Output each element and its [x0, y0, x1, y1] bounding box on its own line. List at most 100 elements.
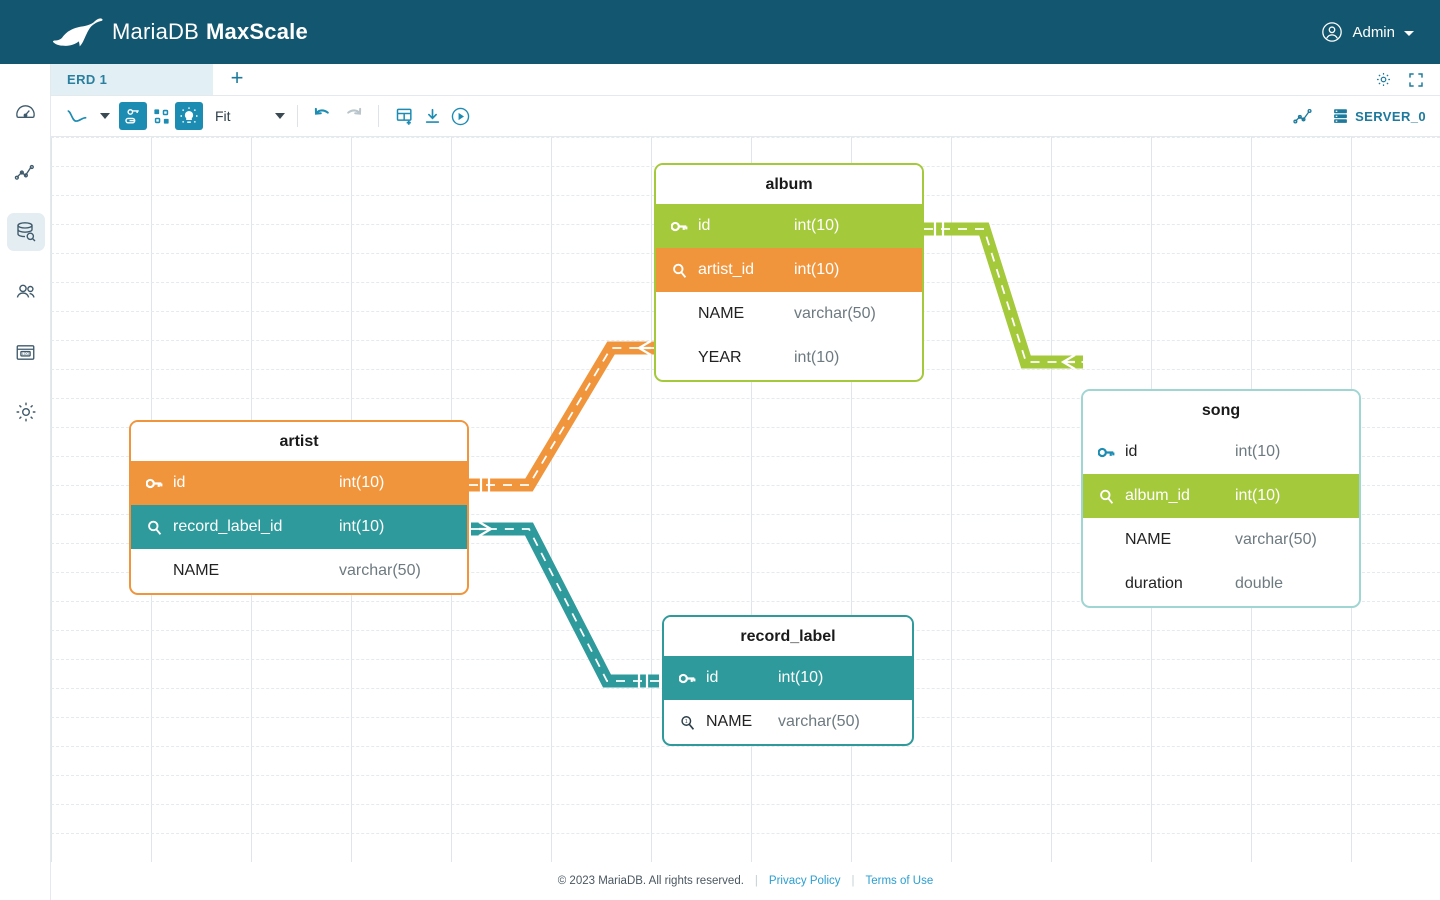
column-name: album_id [1125, 487, 1190, 504]
column-name: id [173, 474, 186, 491]
relationship-layer [469, 222, 1083, 688]
tabstrip-actions [1375, 64, 1440, 95]
table-row[interactable]: NAME varchar(50) [131, 549, 467, 593]
column-type: int(10) [794, 349, 840, 366]
chevron-down-icon [274, 113, 285, 119]
chart-button[interactable] [1289, 102, 1317, 130]
erd-table-artist[interactable]: artist id int(10) record_label_id int(10… [129, 420, 469, 595]
tab-erd-1[interactable]: ERD 1 [51, 64, 213, 95]
user-circle-icon [1322, 22, 1343, 42]
toolbar-right: SERVER_0 [1289, 102, 1426, 130]
brand-product: MaxScale [205, 19, 308, 44]
column-name: NAME [698, 305, 745, 322]
terms-of-use-link[interactable]: Terms of Use [865, 875, 934, 887]
unique-index-icon: 1 [676, 714, 698, 731]
gauge-icon [16, 104, 35, 118]
line-chart-icon [14, 164, 34, 180]
redo-icon [346, 107, 361, 115]
key-link-icon [124, 108, 139, 124]
undo-button[interactable] [310, 102, 338, 130]
table-row[interactable]: id int(10) [656, 204, 922, 248]
zoom-select[interactable]: Fit [215, 108, 285, 124]
table-row[interactable]: 1 NAME varchar(50) [664, 700, 912, 744]
footer-separator: | [754, 875, 758, 887]
export-button[interactable] [419, 102, 447, 130]
grid-line [51, 456, 1440, 457]
svg-text:LOG: LOG [22, 351, 30, 355]
table-row[interactable]: artist_id int(10) [656, 248, 922, 292]
table-title: album [656, 165, 922, 204]
add-table-button[interactable] [391, 102, 419, 130]
link-shape-button[interactable] [63, 102, 91, 130]
erd-toolbar: Fit [51, 96, 1440, 137]
erd-table-album[interactable]: album id int(10) artist_id int(10) NAME … [654, 163, 924, 382]
lightbulb-icon [180, 107, 198, 123]
add-tab-button[interactable]: + [230, 65, 244, 90]
tab-label: ERD 1 [67, 72, 108, 87]
sidebar-item-dashboard[interactable] [0, 82, 51, 142]
table-row[interactable]: id int(10) [664, 656, 912, 700]
grid-line [51, 746, 1440, 747]
play-circle-icon [451, 107, 470, 125]
table-row[interactable]: duration double [1083, 562, 1359, 606]
server-label: SERVER_0 [1355, 108, 1426, 124]
table-title: record_label [664, 617, 912, 656]
table-row[interactable]: record_label_id int(10) [131, 505, 467, 549]
grid-line [51, 601, 1440, 602]
column-type: int(10) [778, 669, 824, 686]
show-keys-toggle[interactable] [119, 102, 147, 130]
grid-line [51, 398, 1440, 399]
run-button[interactable] [447, 102, 475, 130]
brand-db: DB [168, 19, 199, 44]
primary-key-icon [668, 220, 690, 233]
server-selector[interactable]: SERVER_0 [1333, 108, 1426, 124]
fullscreen-button[interactable] [1408, 72, 1424, 88]
chevron-down-icon [1404, 31, 1414, 36]
relationship-shape-button[interactable] [147, 102, 175, 130]
link-shape-dropdown[interactable] [100, 113, 110, 119]
sidebar: LOG [0, 64, 51, 900]
column-type: double [1235, 575, 1284, 592]
primary-key-icon [143, 477, 165, 490]
erd-table-song[interactable]: song id int(10) album_id int(10) NAME va… [1081, 389, 1361, 608]
relationship-artist-album[interactable] [469, 340, 659, 492]
add-table-icon [396, 108, 412, 125]
sidebar-item-visualization[interactable] [0, 142, 51, 202]
column-type: int(10) [794, 217, 840, 234]
sidebar-item-logs[interactable]: LOG [0, 322, 51, 382]
toolbar-divider-2 [377, 105, 379, 127]
table-row[interactable]: album_id int(10) [1083, 474, 1359, 518]
column-name: NAME [1125, 531, 1172, 548]
grid-line [51, 137, 1440, 138]
tabstrip-settings-button[interactable] [1375, 71, 1392, 88]
erd-table-record-label[interactable]: record_label id int(10) 1 NAME varchar(5… [662, 615, 914, 746]
sidebar-item-query-editor[interactable] [0, 202, 51, 262]
primary-key-icon [1095, 446, 1117, 459]
mariadb-seal-logo-icon [53, 18, 103, 47]
table-row[interactable]: id int(10) [1083, 430, 1359, 474]
account-menu[interactable]: Admin [1321, 0, 1414, 64]
table-row[interactable]: id int(10) [131, 461, 467, 505]
grid-line [51, 804, 1440, 805]
server-icon [1334, 109, 1348, 123]
grid-line [51, 514, 1440, 515]
sidebar-item-settings[interactable] [0, 382, 51, 442]
download-icon [425, 108, 440, 123]
table-row[interactable]: YEAR int(10) [656, 336, 922, 380]
relationship-album-song[interactable] [924, 222, 1083, 370]
privacy-policy-link[interactable]: Privacy Policy [768, 875, 841, 887]
table-title: artist [131, 422, 467, 461]
column-name: NAME [173, 562, 220, 579]
table-row[interactable]: NAME varchar(50) [1083, 518, 1359, 562]
database-search-icon [16, 222, 35, 242]
table-row[interactable]: NAME varchar(50) [656, 292, 922, 336]
tab-strip: ERD 1 + [51, 64, 1440, 96]
erd-canvas[interactable]: album id int(10) artist_id int(10) NAME … [51, 137, 1440, 862]
primary-key-icon [676, 672, 698, 685]
relationship-recordlabel-artist[interactable] [471, 521, 659, 688]
sidebar-item-users[interactable] [0, 262, 51, 322]
index-icon [1095, 488, 1117, 505]
redo-button[interactable] [338, 102, 366, 130]
highlight-toggle[interactable] [175, 102, 203, 130]
